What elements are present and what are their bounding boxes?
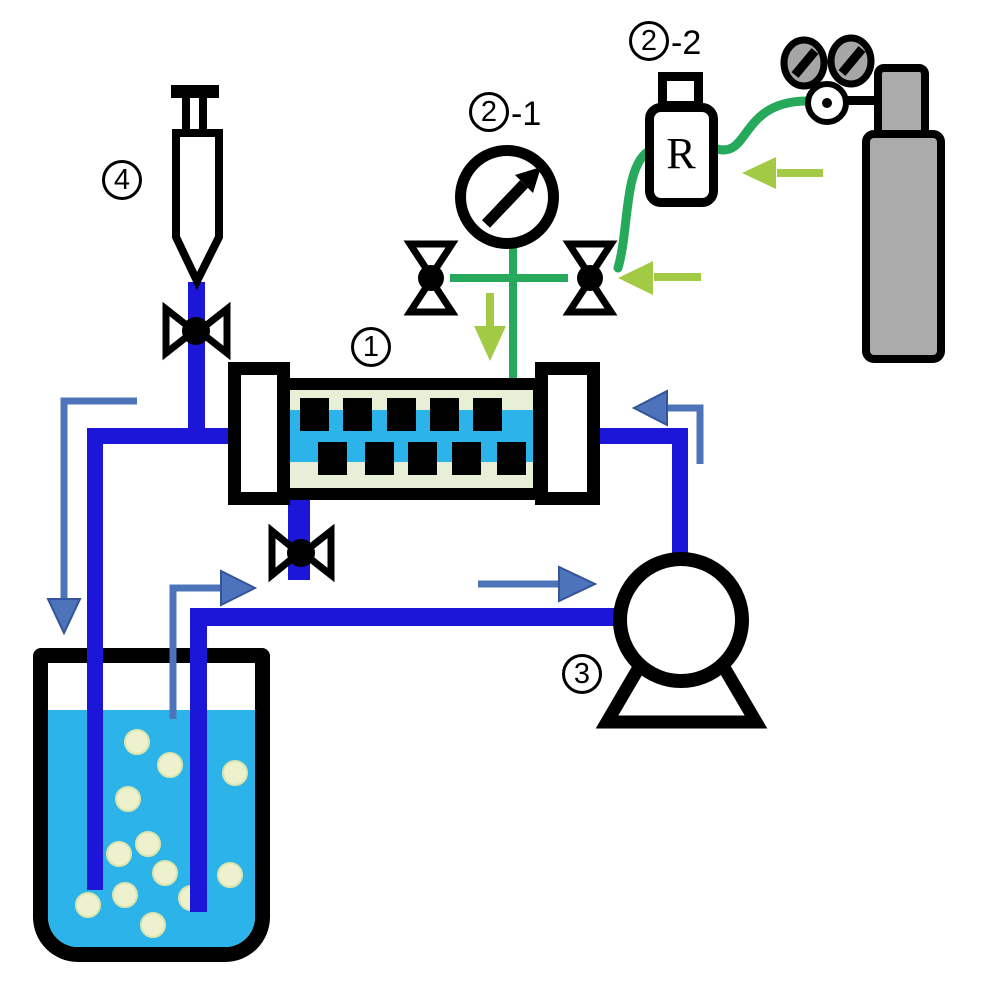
regulator-gauges-icon	[780, 34, 875, 125]
gas-cylinder-body	[862, 130, 945, 363]
label-reservoir-suffix: -2	[671, 24, 702, 62]
valve-drain-icon	[268, 523, 335, 583]
label-gauge-number: 2	[469, 92, 509, 132]
reservoir-bottle-body	[645, 103, 718, 207]
gauge-needle-icon	[482, 167, 541, 228]
flow-arrow-from-beaker-icon	[169, 569, 258, 719]
membrane-fiber-square	[452, 442, 481, 475]
membrane-fiber-square	[300, 398, 329, 431]
bubble	[152, 860, 178, 886]
membrane-fiber-square	[318, 442, 347, 475]
green-tube-regulator-to-reservoir	[712, 96, 811, 155]
pipe-pump-to-module	[672, 428, 688, 554]
membrane-fiber-square	[343, 398, 372, 431]
flow-arrow-return-icon	[46, 397, 137, 636]
bubble	[124, 729, 150, 755]
membrane-fiber-square	[430, 398, 459, 431]
pipe-module-right	[583, 428, 688, 444]
bubble	[135, 831, 161, 857]
valve-gas-inlet-icon	[562, 240, 618, 316]
bubble	[75, 892, 101, 918]
flow-arrow-to-pump-icon	[478, 565, 598, 603]
pipe-module-left	[87, 428, 237, 444]
regulator-connector	[843, 96, 879, 105]
membrane-module-left-cap	[228, 362, 290, 505]
bubble	[157, 752, 183, 778]
pipe-return-to-beaker	[87, 428, 103, 890]
gas-arrow-into-module-icon	[474, 293, 506, 361]
bubble	[140, 912, 166, 938]
membrane-fiber-square	[473, 398, 502, 431]
gas-arrow-into-valve-icon	[618, 261, 701, 295]
syringe-plunger-rod	[199, 98, 207, 135]
label-gauge-suffix: -1	[511, 95, 542, 133]
bubble	[115, 786, 141, 812]
label-reservoir-number: 2	[629, 21, 669, 61]
pipe-suction-from-beaker	[190, 608, 207, 912]
green-tube-reservoir-to-valve	[613, 148, 651, 273]
bubble	[106, 841, 132, 867]
membrane-module-right-cap	[535, 362, 600, 505]
membrane-fiber-square	[408, 442, 437, 475]
green-line-gas-inlet	[509, 247, 517, 382]
membrane-fiber-square	[387, 398, 416, 431]
syringe-plunger-rod	[182, 98, 190, 135]
label-module-number: 1	[351, 327, 391, 367]
syringe-plunger-handle	[171, 85, 219, 98]
label-pump-number: 3	[562, 654, 602, 694]
gas-arrow-cylinder-to-reservoir-icon	[742, 157, 823, 189]
syringe-icon	[171, 85, 223, 291]
membrane-fiber-square	[365, 442, 394, 475]
pipe-beaker-to-pump	[207, 608, 618, 626]
valve-syringe-icon	[162, 301, 231, 361]
membrane-fiber-square	[497, 442, 526, 475]
reservoir-letter: R	[666, 129, 696, 178]
label-syringe-number: 4	[102, 160, 142, 200]
bubble	[112, 882, 138, 908]
syringe-barrel	[172, 129, 223, 291]
bubble	[217, 862, 243, 888]
flow-arrow-into-module-icon	[631, 389, 704, 464]
bubble	[222, 760, 248, 786]
valve-vent-icon	[403, 240, 459, 316]
